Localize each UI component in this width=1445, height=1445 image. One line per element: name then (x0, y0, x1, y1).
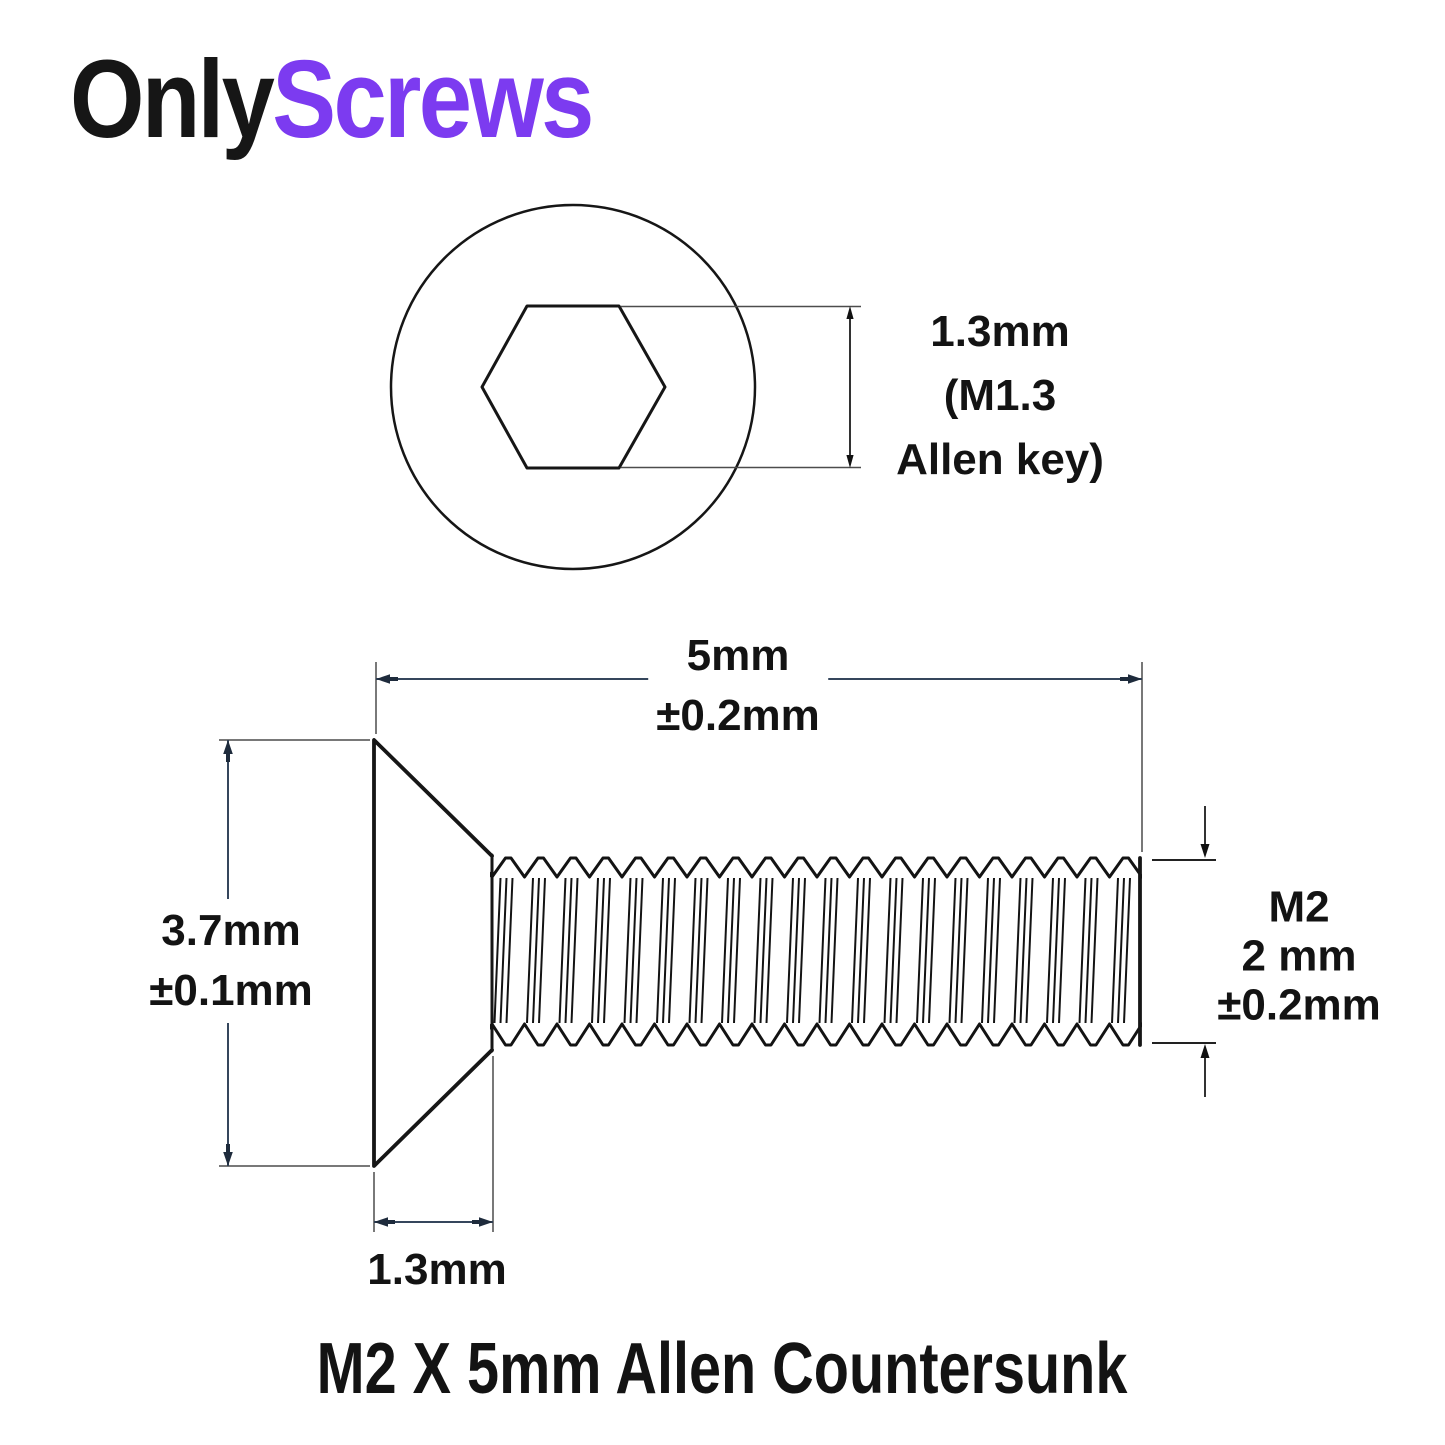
brand-logo: OnlyScrews (70, 36, 594, 163)
diagram-title: M2 X 5mm Allen Countersunk (316, 1329, 1128, 1409)
brand-logo-part1: Only (70, 38, 275, 161)
hex-socket (480, 304, 667, 470)
thread-diameter-dimension (1152, 806, 1216, 1097)
thread (490, 853, 1142, 1048)
socket-dimension-label: 1.3mm (M1.3 Allen key) (896, 307, 1104, 484)
head-height-dimension (373, 1056, 494, 1232)
length-dimension-label: 5mm ±0.2mm (648, 624, 828, 748)
brand-logo-part2: Screws (272, 38, 594, 161)
countersunk-head-profile (372, 738, 494, 1168)
thread-diameter-label: M2 2 mm ±0.2mm (1217, 882, 1381, 1030)
head-height-label: 1.3mm (367, 1245, 507, 1294)
screw-side-view (372, 738, 1142, 1168)
head-outline-circle (389, 203, 757, 571)
socket-dimension (621, 305, 861, 469)
screw-head-top-view (389, 203, 757, 571)
head-diameter-label: 3.7mm ±0.1mm (141, 899, 321, 1023)
